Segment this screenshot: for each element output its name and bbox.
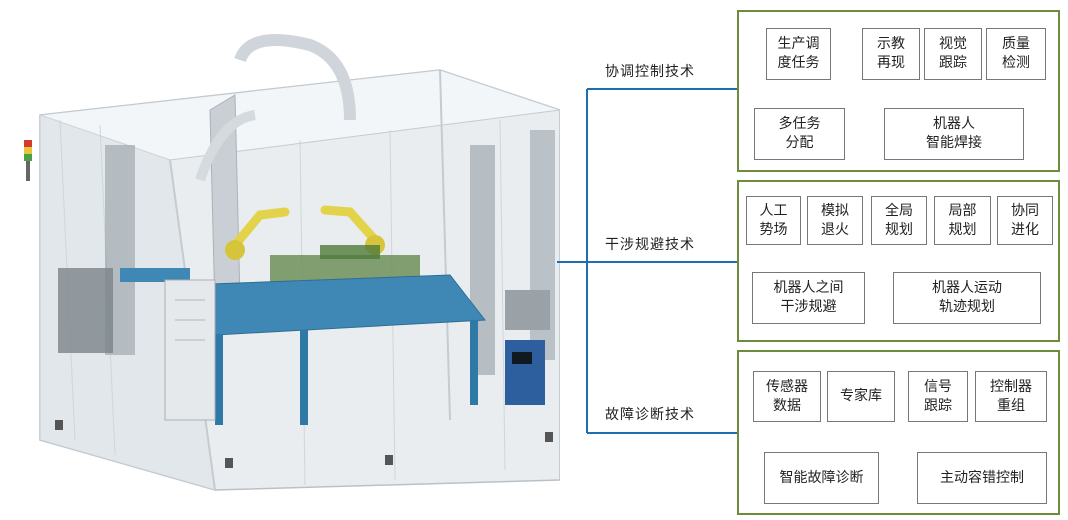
robot-welding-workcell-illustration <box>24 34 560 491</box>
output-box: 机器人运动轨迹规划 <box>893 272 1041 324</box>
section-title-coordination: 协调控制技术 <box>605 64 695 80</box>
bracket-connector <box>557 88 738 434</box>
input-box: 质量检测 <box>986 28 1046 80</box>
input-box: 控制器重组 <box>975 371 1047 422</box>
input-box: 协同进化 <box>997 196 1053 245</box>
output-box: 主动容错控制 <box>917 452 1047 504</box>
section-title-fault: 故障诊断技术 <box>605 407 695 423</box>
input-box: 传感器数据 <box>753 371 821 422</box>
section-title-interference: 干涉规避技术 <box>605 237 695 253</box>
input-box: 视觉跟踪 <box>924 28 982 80</box>
input-box: 信号跟踪 <box>908 371 968 422</box>
input-box: 局部规划 <box>934 196 991 245</box>
input-box: 全局规划 <box>871 196 927 245</box>
input-box: 专家库 <box>827 371 895 422</box>
intermediate-box: 智能故障诊断 <box>764 452 879 504</box>
intermediate-box: 机器人之间干涉规避 <box>752 272 865 324</box>
input-box: 生产调度任务 <box>766 28 831 80</box>
input-box: 模拟退火 <box>807 196 863 245</box>
input-box: 示教再现 <box>862 28 920 80</box>
input-box: 人工势场 <box>746 196 801 245</box>
intermediate-box: 多任务分配 <box>754 108 845 160</box>
output-box: 机器人智能焊接 <box>884 108 1024 160</box>
